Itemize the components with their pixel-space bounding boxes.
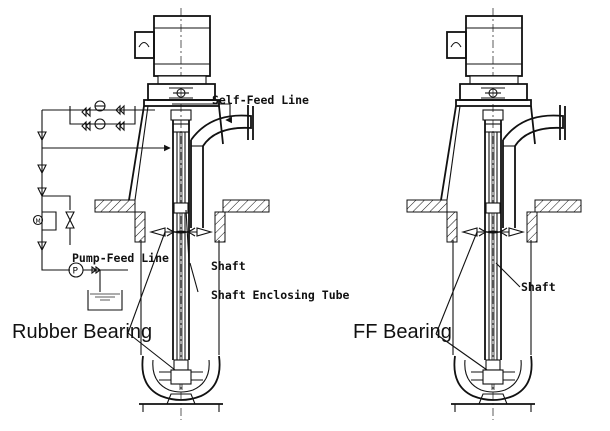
rubber-bearing-label: Rubber Bearing — [12, 321, 152, 343]
shaft-label: Shaft — [211, 259, 246, 273]
left-pump-assembly — [94, 7, 270, 421]
self-feed-line-label: Self-Feed Line — [212, 93, 309, 107]
pump-symbol-label: P — [73, 267, 79, 277]
ff-bearing-label: FF Bearing — [353, 321, 452, 343]
right-leader-lines — [435, 231, 521, 371]
left-leader-lines — [127, 209, 199, 371]
right-pump-assembly — [406, 7, 582, 421]
pump-feed-line-label: Pump-Feed Line — [72, 251, 169, 265]
left-feed-piping: M P — [32, 100, 232, 311]
right-shaft-label: Shaft — [521, 280, 556, 294]
shaft-enclosing-tube-label: Shaft Enclosing Tube — [211, 288, 350, 302]
motor-symbol-label: M — [36, 218, 41, 225]
